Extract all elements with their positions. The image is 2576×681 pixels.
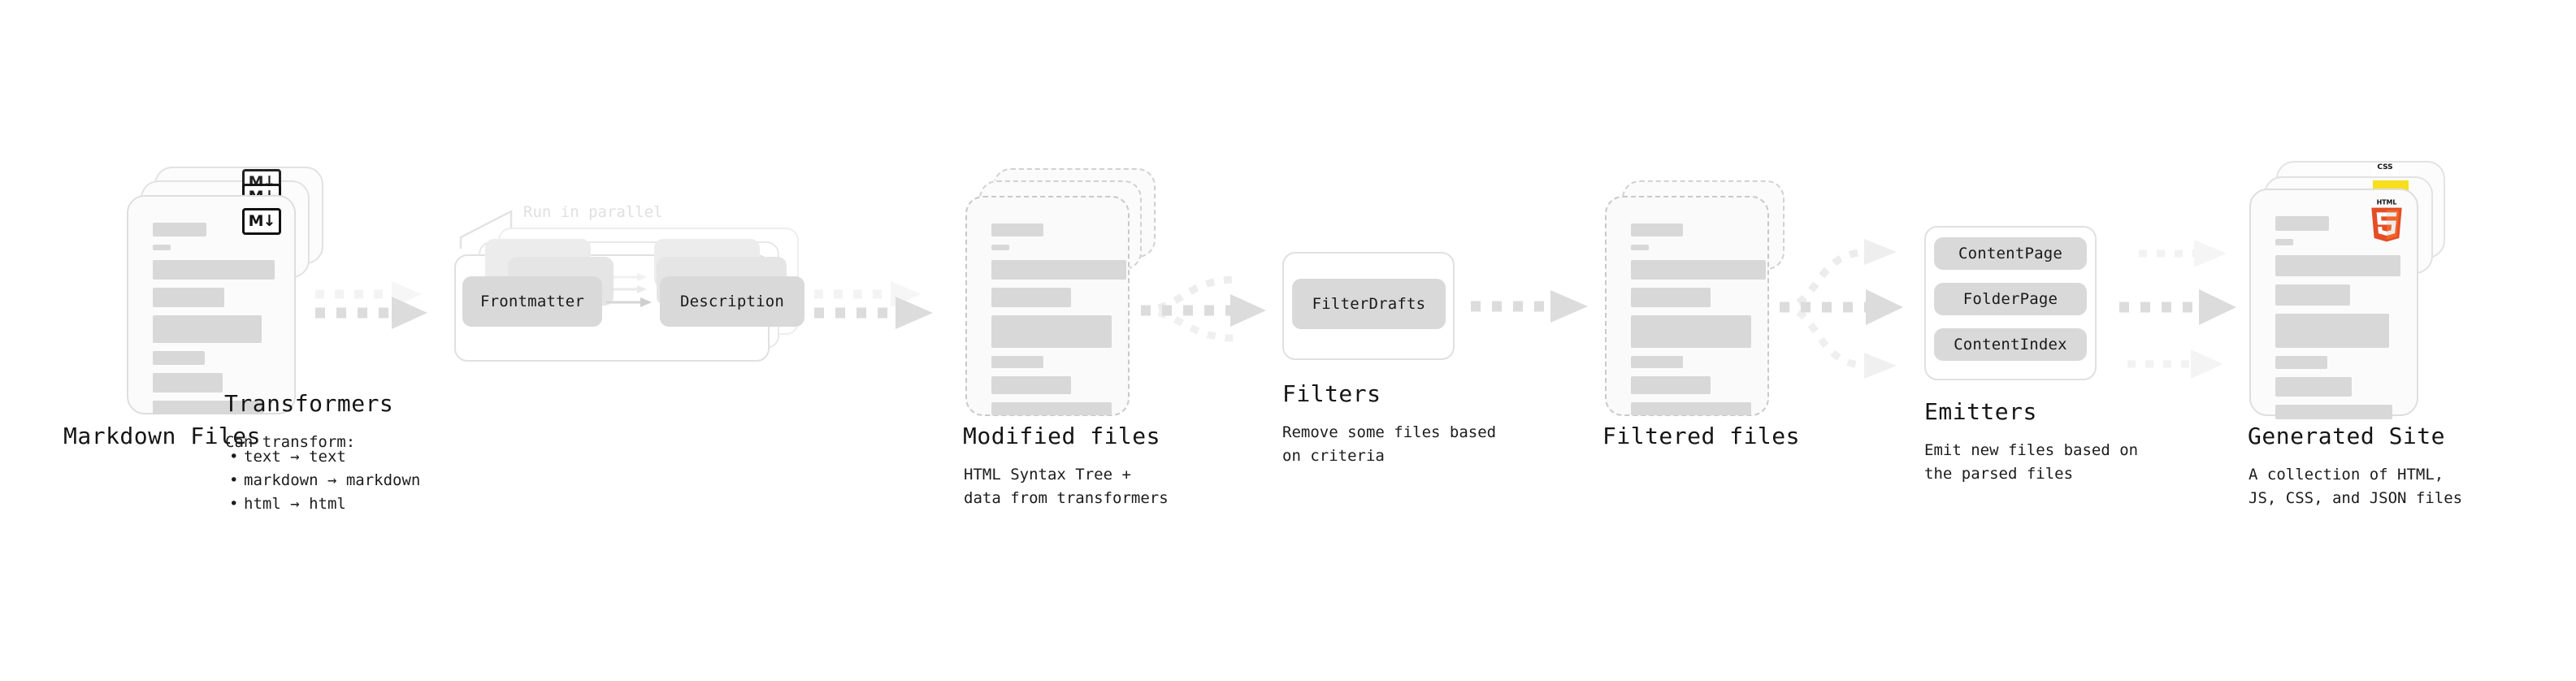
stage-title-filters: Filters: [1282, 380, 1381, 407]
generated-site-card: HTML: [2249, 189, 2418, 419]
content-line: [991, 402, 1112, 415]
transformers-bullet-list: • text → text • markdown → markdown • ht…: [226, 445, 420, 516]
stage-title-transformers-real: Transformers: [224, 390, 394, 417]
bullet-label: text → text: [244, 448, 346, 466]
run-in-parallel-bracket: [459, 202, 557, 258]
markdown-card-content-lines: [153, 223, 275, 423]
bullet-dot: •: [229, 471, 239, 489]
stage-title-filtered-files: Filtered files: [1602, 423, 1801, 449]
svg-text:HTML: HTML: [2377, 198, 2397, 206]
content-line: [991, 356, 1043, 368]
content-line: [1631, 260, 1766, 280]
bullet-dot: •: [229, 494, 239, 513]
content-line: [2275, 314, 2389, 348]
filters-subtitle: Remove some files based on criteria: [1282, 423, 1497, 465]
content-line: [153, 315, 262, 343]
content-line: [1631, 315, 1751, 348]
arrow-filtered-to-emitters: [1778, 236, 1924, 382]
content-line: [2275, 284, 2350, 306]
filtered-card-content-lines: [1631, 223, 1766, 423]
content-line: [2275, 255, 2400, 276]
content-line: [153, 351, 205, 365]
filter-chip-filterdrafts[interactable]: FilterDrafts: [1292, 279, 1446, 329]
content-line: [153, 223, 206, 236]
content-line: [991, 288, 1071, 307]
transformer-chip-description[interactable]: Description: [660, 276, 804, 327]
content-line: [1631, 288, 1711, 307]
bullet-label: markdown → markdown: [244, 471, 421, 489]
content-line: [2275, 239, 2293, 245]
content-line: [153, 245, 171, 250]
transformers-subtitle: Can transform:: [225, 433, 356, 451]
arrow-markdown-to-transformers: [314, 276, 444, 341]
markdown-file-card: M↓: [127, 195, 296, 414]
stage-title-modified-files: Modified files: [963, 423, 1161, 449]
content-line: [2275, 216, 2329, 231]
content-line: [2275, 377, 2352, 397]
content-line: [1631, 376, 1711, 394]
transformer-inner-arrows: [606, 271, 676, 319]
transformer-chip-frontmatter[interactable]: Frontmatter: [462, 276, 602, 327]
modified-file-card: [965, 196, 1130, 416]
modified-files-subtitle: HTML Syntax Tree + data from transformer…: [964, 466, 1169, 507]
stage-title-generated-site: Generated Site: [2248, 423, 2446, 449]
site-card-content-lines: [2275, 216, 2400, 427]
content-line: [1631, 223, 1683, 236]
modified-card-content-lines: [991, 223, 1126, 423]
bullet-dot: •: [229, 448, 239, 466]
content-line: [2275, 405, 2392, 419]
filtered-file-card: [1605, 196, 1769, 416]
content-line: [1631, 402, 1751, 415]
content-line: [2275, 356, 2327, 369]
stage-title-markdown-files: Markdown Files: [63, 423, 262, 449]
arrow-modified-to-filters: [1139, 260, 1286, 349]
content-line: [1631, 245, 1649, 250]
content-line: [991, 315, 1112, 348]
emitters-subtitle: Emit new files based on the parsed files: [1924, 441, 2139, 483]
stage-title-emitters: Emitters: [1924, 398, 2037, 425]
emitter-chip-contentindex[interactable]: ContentIndex: [1934, 328, 2087, 361]
content-line: [153, 373, 223, 393]
emitter-chip-contentpage[interactable]: ContentPage: [1934, 237, 2087, 270]
content-line: [153, 260, 275, 280]
content-line: [991, 223, 1043, 236]
content-line: [991, 260, 1126, 280]
content-line: [153, 288, 224, 307]
content-line: [991, 245, 1009, 250]
run-in-parallel-label: Run in parallel: [523, 203, 663, 221]
generated-site-subtitle: A collection of HTML, JS, CSS, and JSON …: [2249, 466, 2463, 507]
bullet-item: • markdown → markdown: [229, 469, 421, 492]
content-line: [153, 401, 263, 414]
content-line: [991, 376, 1071, 394]
markdown-badge: M↓: [242, 208, 281, 235]
arrow-transformers-to-modified: [813, 276, 951, 341]
bullet-label: html → html: [244, 494, 346, 513]
arrow-emitters-to-site: [2111, 236, 2257, 382]
content-line: [1631, 356, 1683, 368]
bullet-item: • text → text: [229, 445, 420, 469]
bullet-item: • html → html: [229, 492, 420, 516]
arrow-filters-to-filtered: [1469, 288, 1599, 337]
emitter-chip-folderpage[interactable]: FolderPage: [1934, 283, 2087, 315]
html5-badge: HTML: [2368, 197, 2405, 242]
